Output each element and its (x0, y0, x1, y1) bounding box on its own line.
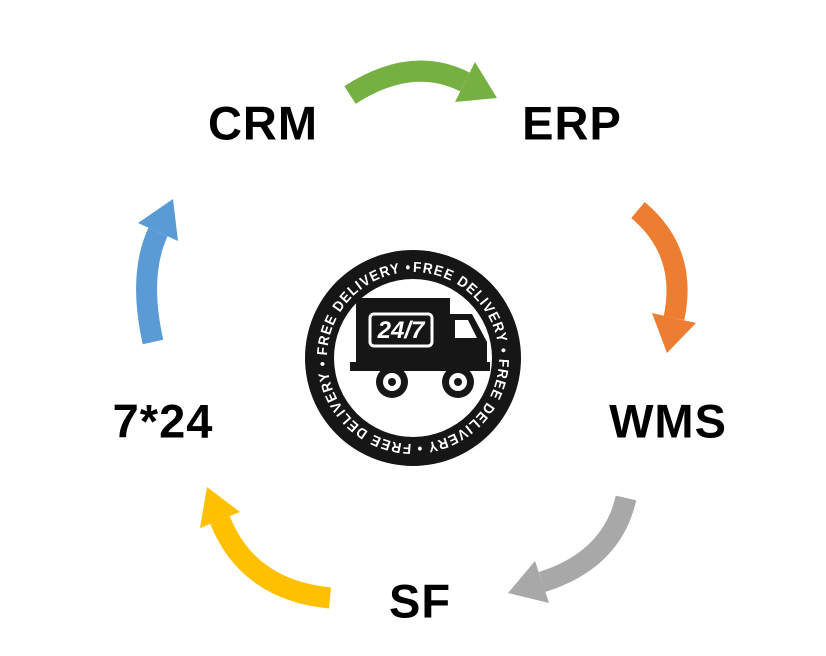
truck-rear-wheel-hub (388, 378, 396, 386)
arrow-sf-to-7x24 (200, 487, 332, 609)
arrow-7x24-to-crm (136, 199, 178, 345)
arrowhead (652, 313, 696, 353)
node-wms: WMS (609, 394, 727, 448)
arrow-body (136, 227, 168, 345)
node-sf: SF (388, 574, 452, 628)
node-crm: CRM (207, 96, 319, 150)
truck-label-text: 24/7 (377, 317, 426, 344)
arrow-body (210, 515, 332, 609)
arrowhead (508, 561, 549, 603)
truck-front-wheel-hub (454, 378, 462, 386)
arrow-erp-to-wms (631, 201, 696, 353)
truck-cargo-box (356, 298, 450, 364)
truck-label-frame (368, 312, 434, 348)
free-delivery-badge: FREE DELIVERY • FREE DELIVERY • FREE DEL… (305, 250, 521, 466)
delivery-truck-icon: 24/7 (350, 298, 490, 398)
arrow-crm-to-erp (344, 60, 497, 104)
truck-chassis (350, 362, 490, 371)
arrowhead (455, 62, 497, 102)
arrowhead (138, 199, 178, 241)
node-erp: ERP (522, 96, 622, 150)
arrow-wms-to-sf (508, 495, 637, 603)
arrow-body (344, 60, 470, 104)
arrow-body (631, 201, 688, 321)
truck-window (455, 320, 477, 338)
arrowhead (200, 487, 240, 528)
arrow-body (538, 495, 637, 593)
node-7x24: 7*24 (112, 394, 214, 448)
